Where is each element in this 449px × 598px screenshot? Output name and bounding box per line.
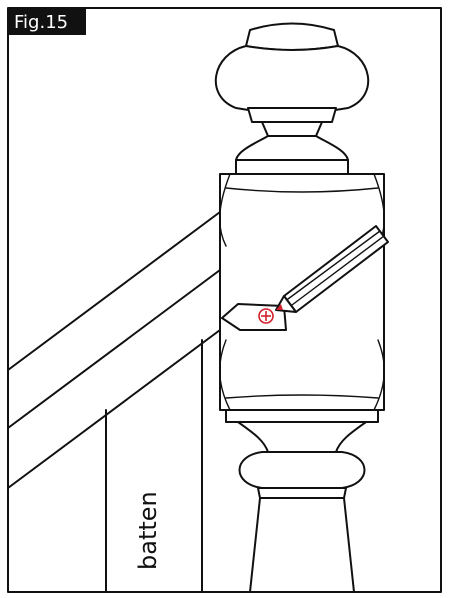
lower-collar (257, 487, 347, 499)
post-shaft (249, 497, 355, 593)
pencil-tip (276, 304, 283, 310)
lower-bead (238, 451, 366, 489)
handrail-upper-edge (7, 211, 221, 371)
finial-collar (247, 107, 337, 123)
finial-ball (214, 45, 370, 114)
pencil-icon (275, 225, 389, 313)
lower-neck (237, 421, 367, 453)
batten-label: batten (134, 491, 162, 570)
post-chamfer (219, 173, 385, 411)
finial-flare (235, 135, 349, 161)
finial-top (245, 22, 339, 51)
screw-head-icon (258, 308, 274, 324)
figure-frame (7, 7, 442, 593)
stringer-lower-edge (7, 329, 221, 489)
post-stop-bottom (225, 394, 379, 399)
figure-label-background (8, 8, 86, 35)
figure-label: Fig.15 (14, 12, 68, 33)
finial-neck (261, 121, 323, 137)
post-stop-top (225, 187, 379, 193)
handrail-lower-edge (7, 269, 221, 429)
post-bottom-cap (225, 409, 379, 423)
post-top-cap (235, 159, 349, 175)
